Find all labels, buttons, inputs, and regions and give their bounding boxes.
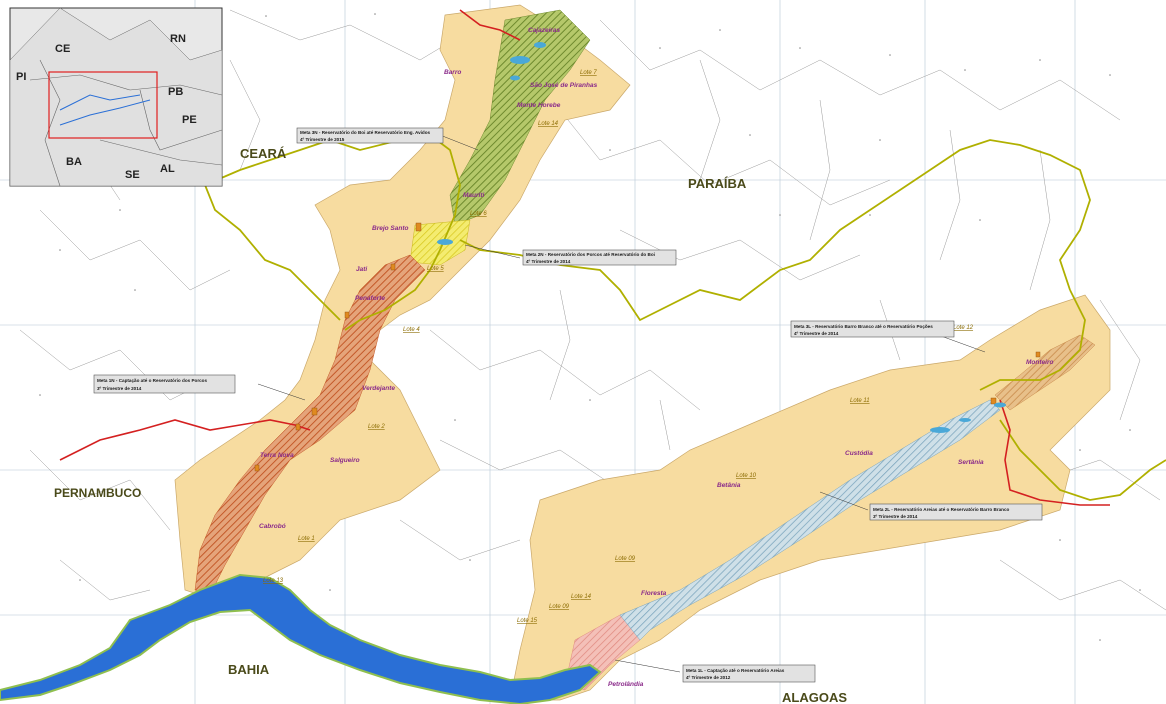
lote-label-11: Lote 11 xyxy=(850,398,870,404)
meta-2l-area xyxy=(619,399,1001,641)
state-label-pernambuco: PERNAMBUCO xyxy=(54,486,141,500)
lote-label-1: Lote 1 xyxy=(298,536,315,542)
town-label-monte-horebe: Monte Horebe xyxy=(517,102,561,109)
inset-label-al: AL xyxy=(160,163,175,175)
lote-label-10: Lote 10 xyxy=(736,473,757,479)
municipality-dots xyxy=(39,13,1141,641)
town-label-barro: Barro xyxy=(444,69,461,76)
meta-3n-area xyxy=(449,9,591,226)
town-label-sertania: Sertânia xyxy=(958,459,984,466)
lote-label-09a: Lote 09 xyxy=(615,556,636,562)
callouts: Meta 3N - Reservatório do Boi até Reserv… xyxy=(93,127,1043,683)
callout-meta-2l-line1: Meta 2L - Reservatório Areias até o Rese… xyxy=(873,507,1010,512)
lote-label-7: Lote 7 xyxy=(580,70,597,76)
town-label-sao-jose-piranhas: São José de Piranhas xyxy=(530,82,598,89)
town-label-petrolandia: Petrolândia xyxy=(608,681,644,688)
state-label-alagoas: ALAGOAS xyxy=(782,690,847,704)
state-label-paraiba: PARAÍBA xyxy=(688,176,747,191)
structure-markers xyxy=(254,222,1041,472)
callout-meta-2l-line2: 3º Trimestre de 2014 xyxy=(873,514,918,519)
callout-meta-1l-line2: 4º Trimestre de 2012 xyxy=(686,675,731,680)
lote-label-12: Lote 12 xyxy=(953,325,974,331)
town-label-salgueiro: Salgueiro xyxy=(330,457,360,464)
town-label-cabrobo: Cabrobó xyxy=(259,523,286,530)
town-label-cajazeiras: Cajazeiras xyxy=(528,27,561,34)
sao-francisco-river xyxy=(0,573,602,704)
callout-meta-3n-line2: 4º Trimestre de 2015 xyxy=(300,137,345,142)
callout-meta-2l: Meta 2L - Reservatório Areias até o Rese… xyxy=(869,503,1043,521)
lote-label-13: Lote 13 xyxy=(263,578,284,584)
callout-meta-3n-line1: Meta 3N - Reservatório do Boi até Reserv… xyxy=(300,130,431,135)
callout-meta-3l-line2: 4º Trimestre de 2014 xyxy=(794,331,839,336)
lote-labels: Lote 7 Lote 14 Lote 6 Lote 5 Lote 4 Lote… xyxy=(263,70,974,624)
town-label-jati: Jati xyxy=(356,266,367,273)
callout-meta-1l: Meta 1L - Captação até o Reservatório Ar… xyxy=(682,664,816,683)
lote-label-2: Lote 2 xyxy=(368,424,385,430)
lote-label-4: Lote 4 xyxy=(403,327,420,333)
callout-meta-1n-line2: 3º Trimestre de 2014 xyxy=(97,386,142,391)
lote-label-14-north: Lote 14 xyxy=(538,121,559,127)
state-label-bahia: BAHIA xyxy=(228,662,270,677)
inset-label-pi: PI xyxy=(16,71,26,83)
municipal-boundaries xyxy=(19,9,1166,641)
inset-label-ba: BA xyxy=(66,156,82,168)
town-label-monteiro: Monteiro xyxy=(1026,359,1053,366)
callout-meta-3n: Meta 3N - Reservatório do Boi até Reserv… xyxy=(296,127,444,144)
state-borders xyxy=(204,134,1166,501)
inset-label-pb: PB xyxy=(168,86,183,98)
lote-label-15: Lote 15 xyxy=(517,618,538,624)
inset-map xyxy=(9,7,223,187)
callout-meta-1l-line1: Meta 1L - Captação até o Reservatório Ar… xyxy=(686,668,785,673)
callout-meta-2n-line2: 4º Trimestre de 2014 xyxy=(526,259,571,264)
town-label-terra-nova: Terra Nova xyxy=(260,452,294,459)
inset-label-pe: PE xyxy=(182,114,197,126)
town-label-custodia: Custódia xyxy=(845,450,873,457)
town-label-brejo-santo: Brejo Santo xyxy=(372,225,409,232)
town-label-betania: Betânia xyxy=(717,482,741,489)
callout-meta-3l-line1: Meta 3L - Reservatório Barro Branco até … xyxy=(794,324,933,329)
inset-labels: CE RN PI PB PE BA SE AL xyxy=(16,33,197,181)
callout-meta-1n-line1: Meta 1N - Captação até o Reservatório do… xyxy=(97,378,207,383)
town-label-floresta: Floresta xyxy=(641,590,667,597)
state-labels: CEARÁ PARAÍBA PERNAMBUCO BAHIA ALAGOAS xyxy=(54,146,847,704)
town-label-penaforte: Penaforte xyxy=(355,295,385,302)
lote-label-6: Lote 6 xyxy=(470,211,487,217)
callout-meta-2n: Meta 2N - Reservatório dos Porcos até Re… xyxy=(522,249,677,266)
main-canal xyxy=(59,9,1110,506)
inset-label-rn: RN xyxy=(170,33,186,45)
town-label-verdejante: Verdejante xyxy=(362,385,395,392)
lote-label-09b: Lote 09 xyxy=(549,604,570,610)
lote-label-14-south: Lote 14 xyxy=(571,594,592,600)
inset-label-se: SE xyxy=(125,169,140,181)
inset-label-ce: CE xyxy=(55,43,70,55)
town-label-mauriti: Mauriti xyxy=(463,192,485,199)
meta-3l-area xyxy=(994,334,1096,411)
callout-meta-1n: Meta 1N - Captação até o Reservatório do… xyxy=(93,374,236,394)
callout-meta-3l: Meta 3L - Reservatório Barro Branco até … xyxy=(790,320,955,338)
town-labels: Cajazeiras São José de Piranhas Monte Ho… xyxy=(259,27,1053,688)
reservoirs xyxy=(437,42,1006,433)
callout-meta-2n-line1: Meta 2N - Reservatório dos Porcos até Re… xyxy=(526,252,655,257)
state-label-ceara: CEARÁ xyxy=(240,146,287,161)
lote-label-5: Lote 5 xyxy=(427,266,444,272)
